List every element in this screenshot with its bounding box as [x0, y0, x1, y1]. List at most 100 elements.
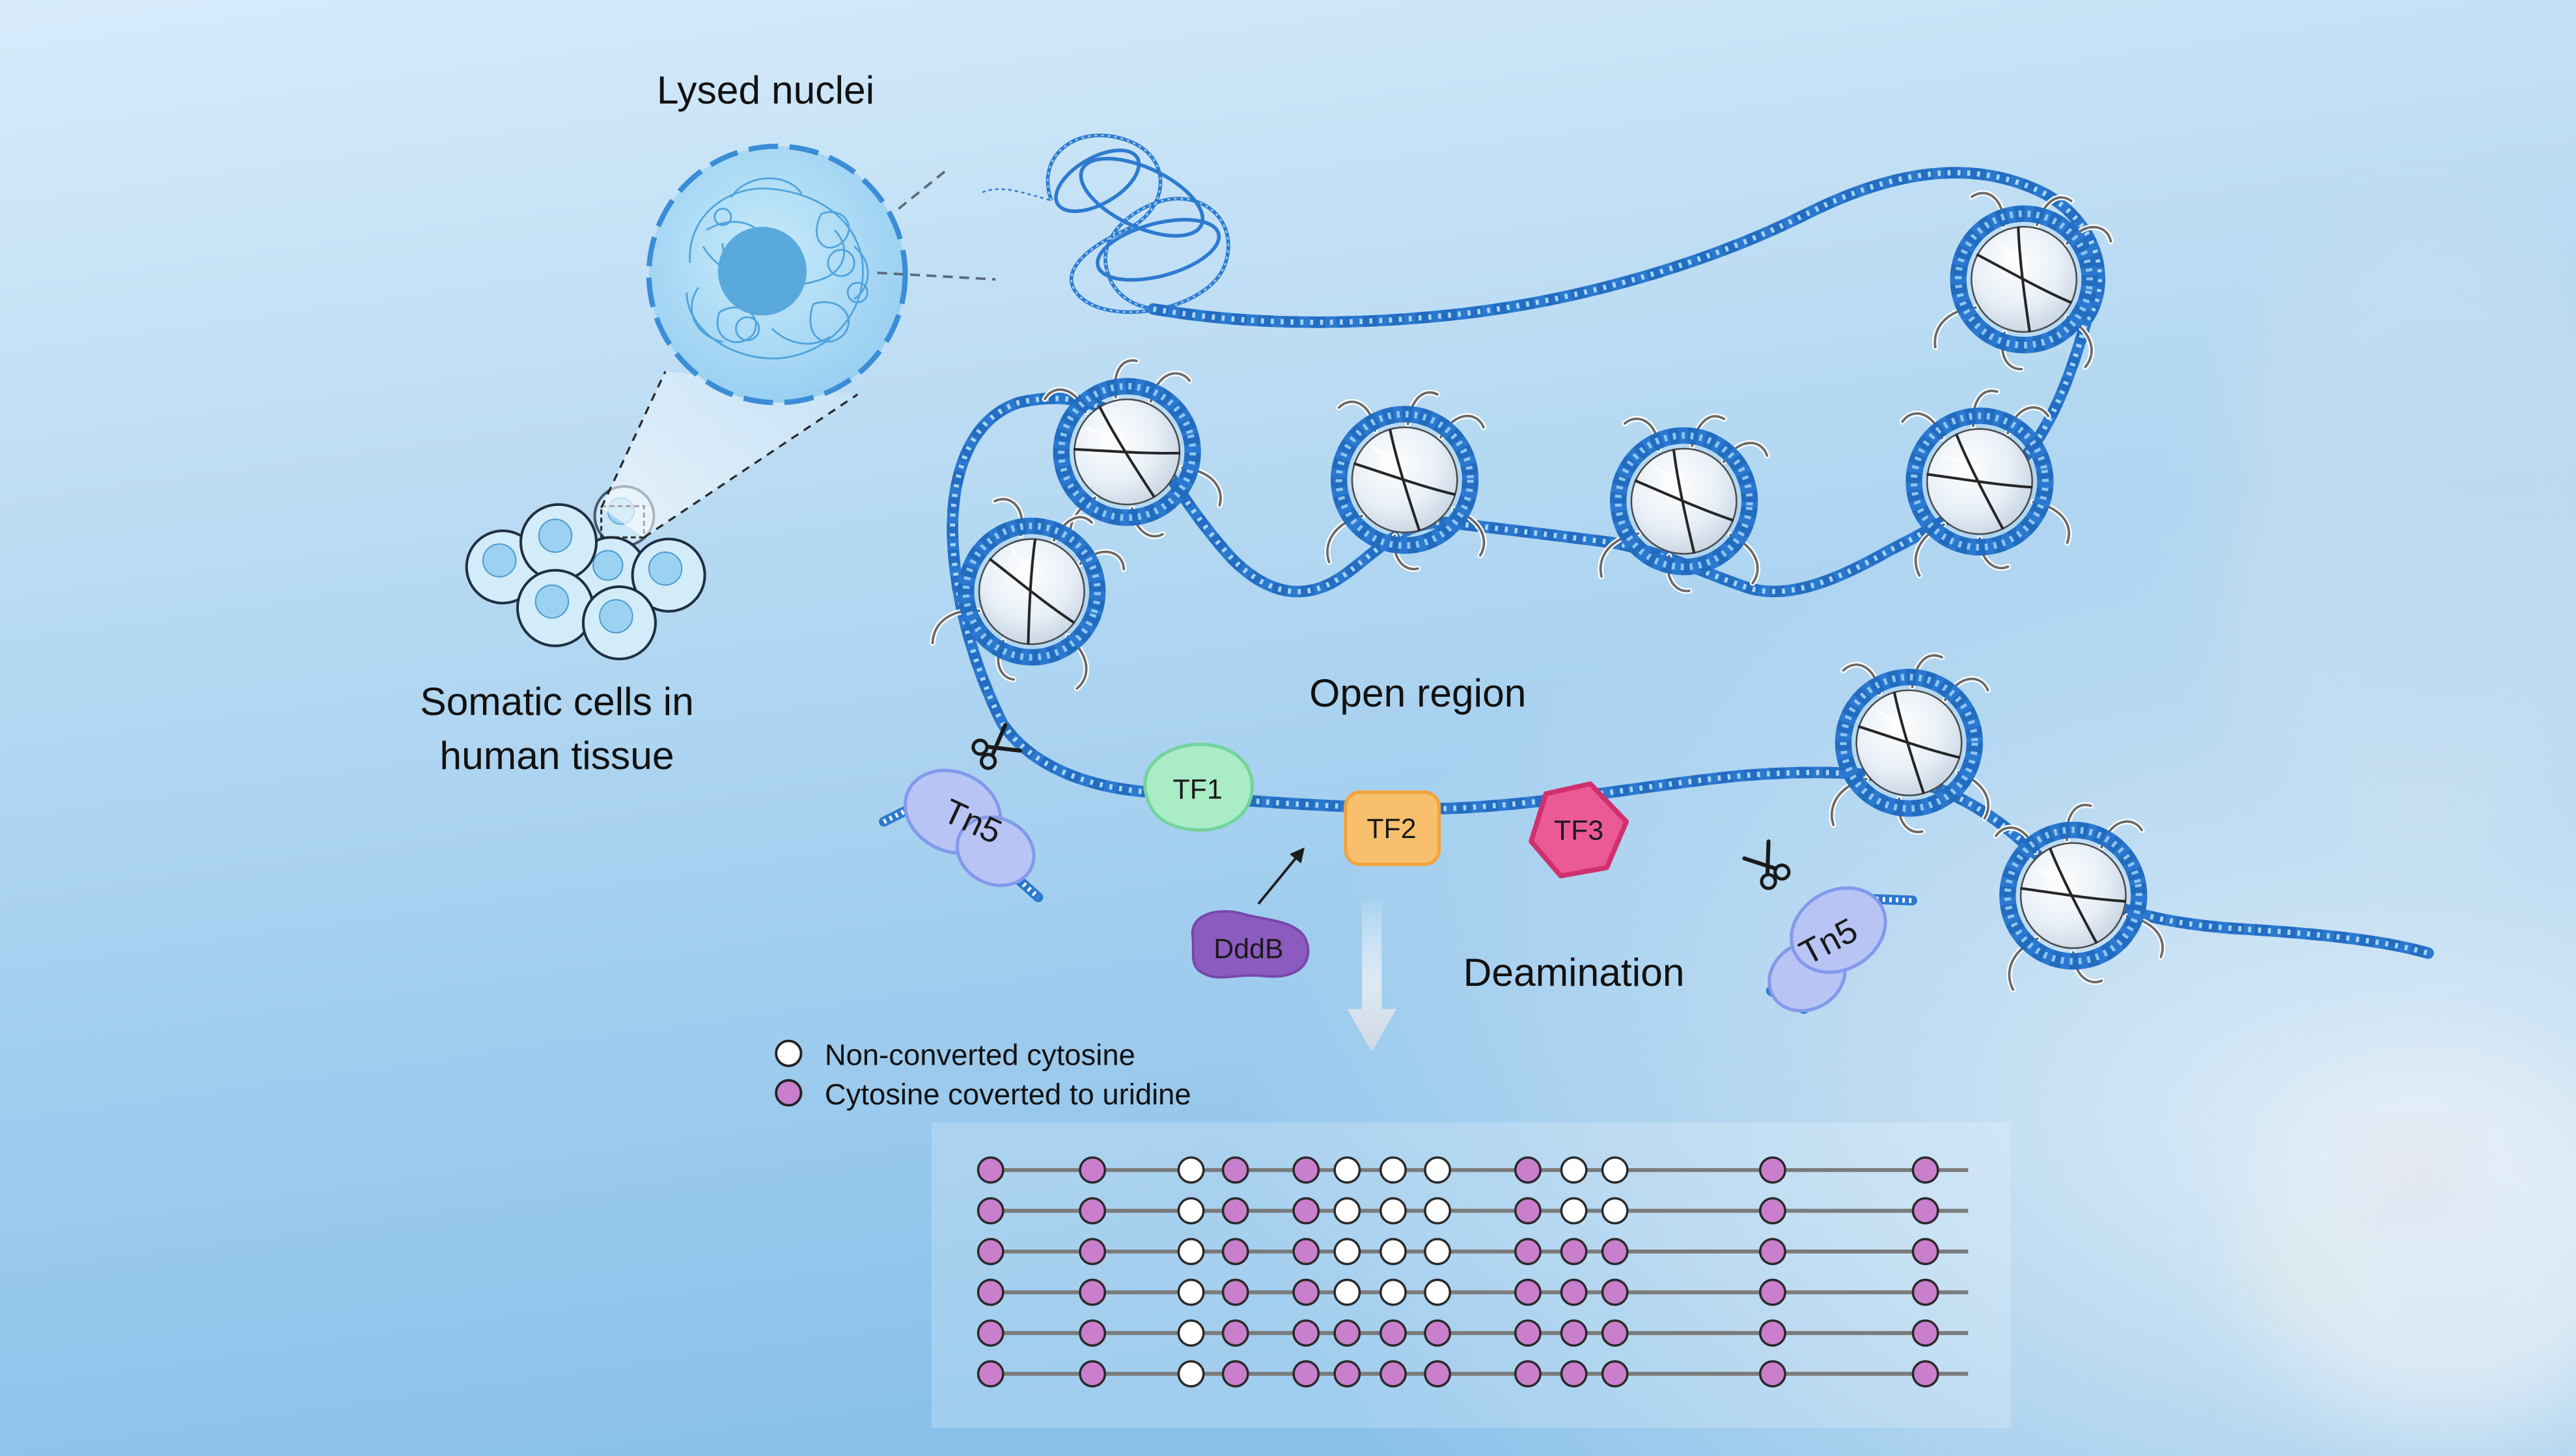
- converted-cytosine-dot: [1514, 1197, 1542, 1225]
- non-converted-cytosine-dot: [1424, 1156, 1452, 1184]
- converted-cytosine-dot: [1601, 1238, 1629, 1265]
- legend-non-converted-swatch: [775, 1039, 803, 1067]
- converted-cytosine-dot: [976, 1238, 1004, 1265]
- converted-cytosine-dot: [1079, 1319, 1107, 1347]
- non-converted-cytosine-dot: [1177, 1197, 1205, 1225]
- converted-cytosine-dot: [1292, 1197, 1320, 1225]
- cell: [516, 568, 595, 647]
- converted-cytosine-dot: [1601, 1360, 1629, 1388]
- converted-cytosine-dot: [1759, 1197, 1786, 1225]
- tn5-left: Tn5: [879, 768, 1044, 903]
- converted-cytosine-dot: [1759, 1360, 1786, 1388]
- converted-cytosine-dot: [1560, 1360, 1588, 1388]
- deamination-label: Deamination: [1463, 950, 1685, 994]
- zoom-lines: [877, 166, 996, 281]
- converted-cytosine-dot: [1424, 1360, 1452, 1388]
- converted-cytosine-dot: [1333, 1319, 1361, 1347]
- converted-cytosine-dot: [1292, 1278, 1320, 1306]
- tf1-label: TF1: [1173, 774, 1223, 805]
- converted-cytosine-dot: [1221, 1278, 1249, 1306]
- converted-cytosine-dot: [1292, 1238, 1320, 1265]
- converted-cytosine-dot: [1911, 1238, 1939, 1265]
- non-converted-cytosine-dot: [1601, 1156, 1629, 1184]
- non-converted-cytosine-dot: [1560, 1197, 1588, 1225]
- converted-cytosine-dot: [1079, 1197, 1107, 1225]
- lysed-nuclei-label: Lysed nuclei: [657, 68, 874, 112]
- non-converted-cytosine-dot: [1379, 1156, 1407, 1184]
- converted-cytosine-dot: [1759, 1278, 1786, 1306]
- lysed-nucleus: [646, 143, 908, 406]
- non-converted-cytosine-dot: [1333, 1278, 1361, 1306]
- converted-cytosine-dot: [1079, 1360, 1107, 1388]
- tn5-right: Tn5: [1766, 886, 1918, 1015]
- converted-cytosine-dot: [1514, 1360, 1542, 1388]
- converted-cytosine-dot: [1292, 1319, 1320, 1347]
- converted-cytosine-dot: [1514, 1278, 1542, 1306]
- converted-cytosine-dot: [1601, 1319, 1629, 1347]
- deamination-arrow: [1347, 899, 1397, 1052]
- converted-cytosine-dot: [1911, 1319, 1939, 1347]
- converted-cytosine-dot: [1221, 1156, 1249, 1184]
- cell: [631, 537, 706, 613]
- converted-cytosine-dot: [1079, 1278, 1107, 1306]
- non-converted-cytosine-dot: [1424, 1278, 1452, 1306]
- tf2: TF2: [1344, 790, 1441, 866]
- converted-cytosine-dot: [1079, 1156, 1107, 1184]
- non-converted-cytosine-dot: [1333, 1238, 1361, 1265]
- converted-cytosine-dot: [1221, 1238, 1249, 1265]
- converted-cytosine-dot: [976, 1319, 1004, 1347]
- tf3: TF3: [1529, 781, 1629, 878]
- converted-cytosine-dot: [1379, 1360, 1407, 1388]
- converted-cytosine-dot: [1759, 1319, 1786, 1347]
- non-converted-cytosine-dot: [1379, 1278, 1407, 1306]
- tf1: TF1: [1143, 742, 1254, 832]
- converted-cytosine-dot: [1292, 1156, 1320, 1184]
- converted-cytosine-dot: [1560, 1278, 1588, 1306]
- cell: [519, 503, 598, 581]
- converted-cytosine-dot: [1560, 1238, 1588, 1265]
- converted-cytosine-dot: [1379, 1319, 1407, 1347]
- converted-cytosine-dot: [1911, 1156, 1939, 1184]
- non-converted-cytosine-dot: [1333, 1156, 1361, 1184]
- non-converted-cytosine-dot: [1177, 1319, 1205, 1347]
- converted-cytosine-dot: [1514, 1238, 1542, 1265]
- dna-strand: [947, 167, 2434, 959]
- non-converted-cytosine-dot: [1177, 1360, 1205, 1388]
- converted-cytosine-dot: [1333, 1360, 1361, 1388]
- nucleolus: [717, 227, 807, 316]
- dna-coil: [982, 133, 1230, 315]
- converted-cytosine-dot: [1079, 1238, 1107, 1265]
- converted-cytosine-dot: [1221, 1319, 1249, 1347]
- non-converted-cytosine-dot: [1177, 1156, 1205, 1184]
- reads-plot: [976, 1156, 1969, 1388]
- legend-converted-label: Cytosine coverted to uridine: [825, 1078, 1191, 1111]
- reads-panel: [931, 1122, 2011, 1429]
- converted-cytosine-dot: [1424, 1319, 1452, 1347]
- converted-cytosine-dot: [1221, 1197, 1249, 1225]
- converted-cytosine-dot: [1759, 1238, 1786, 1265]
- non-converted-cytosine-dot: [1379, 1197, 1407, 1225]
- somatic-cells-label-line2: human tissue: [439, 733, 674, 777]
- converted-cytosine-dot: [1759, 1156, 1786, 1184]
- dddb: DddB: [1191, 847, 1310, 979]
- legend-non-converted-label: Non-converted cytosine: [825, 1038, 1135, 1071]
- somatic-cells-label-line1: Somatic cells in: [420, 679, 694, 723]
- converted-cytosine-dot: [976, 1360, 1004, 1388]
- converted-cytosine-dot: [1601, 1278, 1629, 1306]
- cell: [581, 585, 657, 661]
- converted-cytosine-dot: [976, 1197, 1004, 1225]
- converted-cytosine-dot: [1221, 1360, 1249, 1388]
- non-converted-cytosine-dot: [1560, 1156, 1588, 1184]
- non-converted-cytosine-dot: [1333, 1197, 1361, 1225]
- converted-cytosine-dot: [1514, 1319, 1542, 1347]
- open-region-label: Open region: [1309, 671, 1526, 715]
- converted-cytosine-dot: [1514, 1156, 1542, 1184]
- zoom-cone: [600, 371, 859, 539]
- non-converted-cytosine-dot: [1424, 1238, 1452, 1265]
- non-converted-cytosine-dot: [1177, 1278, 1205, 1306]
- non-converted-cytosine-dot: [1177, 1238, 1205, 1265]
- converted-cytosine-dot: [1911, 1360, 1939, 1388]
- converted-cytosine-dot: [976, 1156, 1004, 1184]
